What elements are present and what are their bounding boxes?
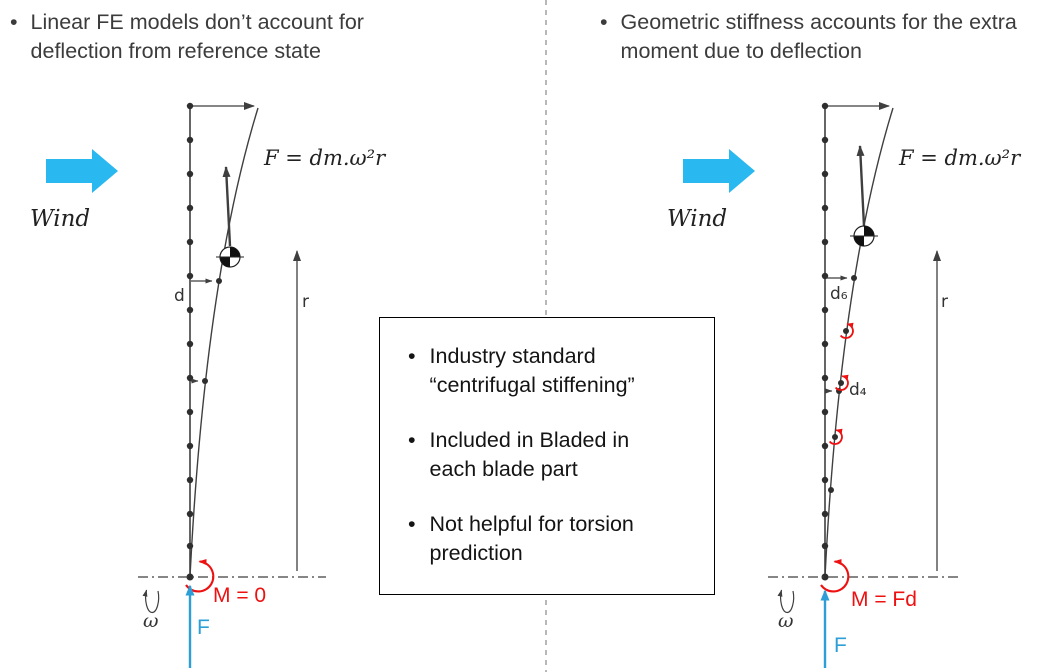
radius-label: r [941,292,948,312]
wind-arrow-icon [46,149,118,193]
bullet-icon: • [600,10,608,34]
force-label: F [834,634,847,657]
mass-icon [216,246,244,268]
rotation-omega-loop [777,589,795,614]
omega-label: ω [778,610,794,632]
bullet-icon: • [10,10,18,34]
moment-label: M = Fd [851,588,917,611]
callout-bullet-text: Included in Bladed in each blade part [429,428,630,481]
centrifugal-force-arrow [222,166,232,247]
moment-label: M = 0 [213,584,267,607]
blade-nodes [821,102,857,581]
rotation-omega-loop [142,589,160,614]
force-label: F [197,616,210,639]
left-diagram [46,102,326,668]
right-diagram [683,102,962,668]
omega-label: ω [143,610,159,632]
node-moment-arcs [828,322,854,445]
callout-bullet-item: • Not helpful for torsion prediction [408,510,696,567]
right-heading-bullet: • Geometric stiffness accounts for the e… [600,8,1060,65]
mass-icon [850,225,878,247]
blade-deflected-curve [189,107,259,578]
callout-bullet-item: • Included in Bladed in each blade part [408,426,696,483]
wind-label: Wind [30,206,91,232]
wind-label: Wind [667,206,728,232]
callout-bullet-text: Not helpful for torsion prediction [429,512,634,565]
d-label: d [174,286,185,306]
bullet-icon: • [408,512,416,537]
d6-label: d₆ [830,284,848,304]
left-heading-bullet: • Linear FE models don’t account for def… [10,8,440,65]
radius-label: r [302,292,309,312]
right-heading-text: Geometric stiffness accounts for the ext… [620,10,1017,63]
centrifugal-force-formula: F = dm.ω²r [899,146,1021,170]
callout-bullet-item: • Industry standard “centrifugal stiffen… [408,342,696,399]
bullet-icon: • [408,428,416,453]
callout-box: • Industry standard “centrifugal stiffen… [379,317,715,595]
left-heading-text: Linear FE models don’t account for defle… [30,10,364,63]
centrifugal-force-arrow [856,145,866,227]
bullet-icon: • [408,344,416,368]
blade-nodes [186,102,222,581]
d4-label: d₄ [849,380,867,400]
callout-bullet-text: Industry standard “centrifugal stiffenin… [429,344,635,397]
wind-arrow-icon [683,149,755,193]
centrifugal-force-formula: F = dm.ω²r [264,146,386,170]
blade-deflected-curve [824,107,894,578]
